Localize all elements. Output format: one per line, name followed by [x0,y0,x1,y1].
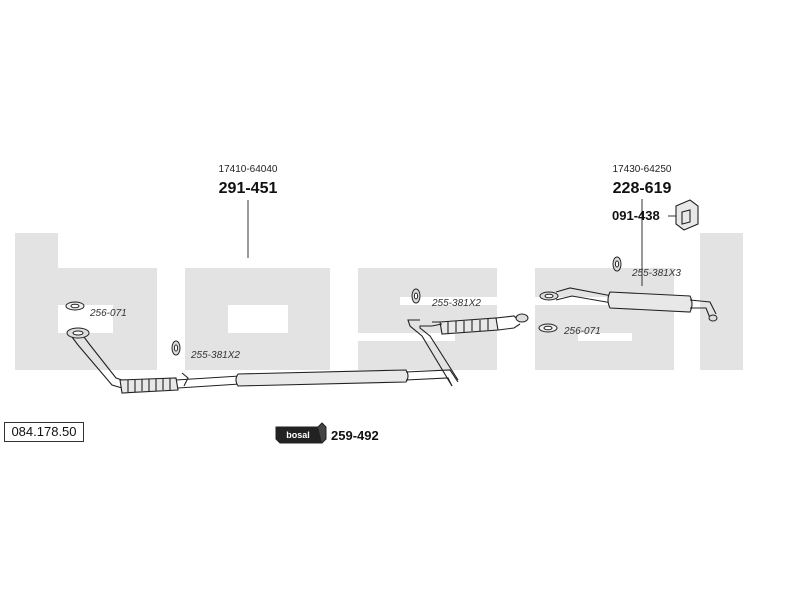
rubber-mount-icon [171,340,181,356]
rear-silencer-part-number: 228-619 [613,180,672,197]
diagram-code: 084.178.50 [11,424,77,439]
gasket-front-label: 256-071 [89,308,127,319]
front-pipe-part-number: 291-451 [219,180,278,197]
kit-brand-label: bosal [286,430,310,440]
clamp-part-number: 091-438 [612,208,660,223]
mount-mid-label: 255-381X2 [431,298,481,309]
front-pipe-assembly [71,336,459,394]
gasket-ring-icon [538,323,558,333]
rubber-mount-icon [612,256,622,272]
rear-silencer-oem-number: 17430-64250 [613,164,672,175]
rear-silencer-assembly [539,287,718,322]
front-flange-icon [66,327,90,339]
middle-pipe-assembly [407,313,529,387]
gasket-ring-icon [65,301,85,311]
diagram-code-box: 084.178.50 [4,422,84,442]
mount-rear-label: 255-381X3 [631,268,681,279]
clamp-icon [675,199,699,231]
bosal-kit-badge: bosal [275,422,327,444]
kit-part-number: 259-492 [331,428,379,443]
front-pipe-oem-number: 17410-64040 [219,164,278,175]
rubber-mount-icon [411,288,421,304]
gasket-rear-label: 256-071 [563,326,601,337]
mount-front-label: 255-381X2 [190,350,240,361]
